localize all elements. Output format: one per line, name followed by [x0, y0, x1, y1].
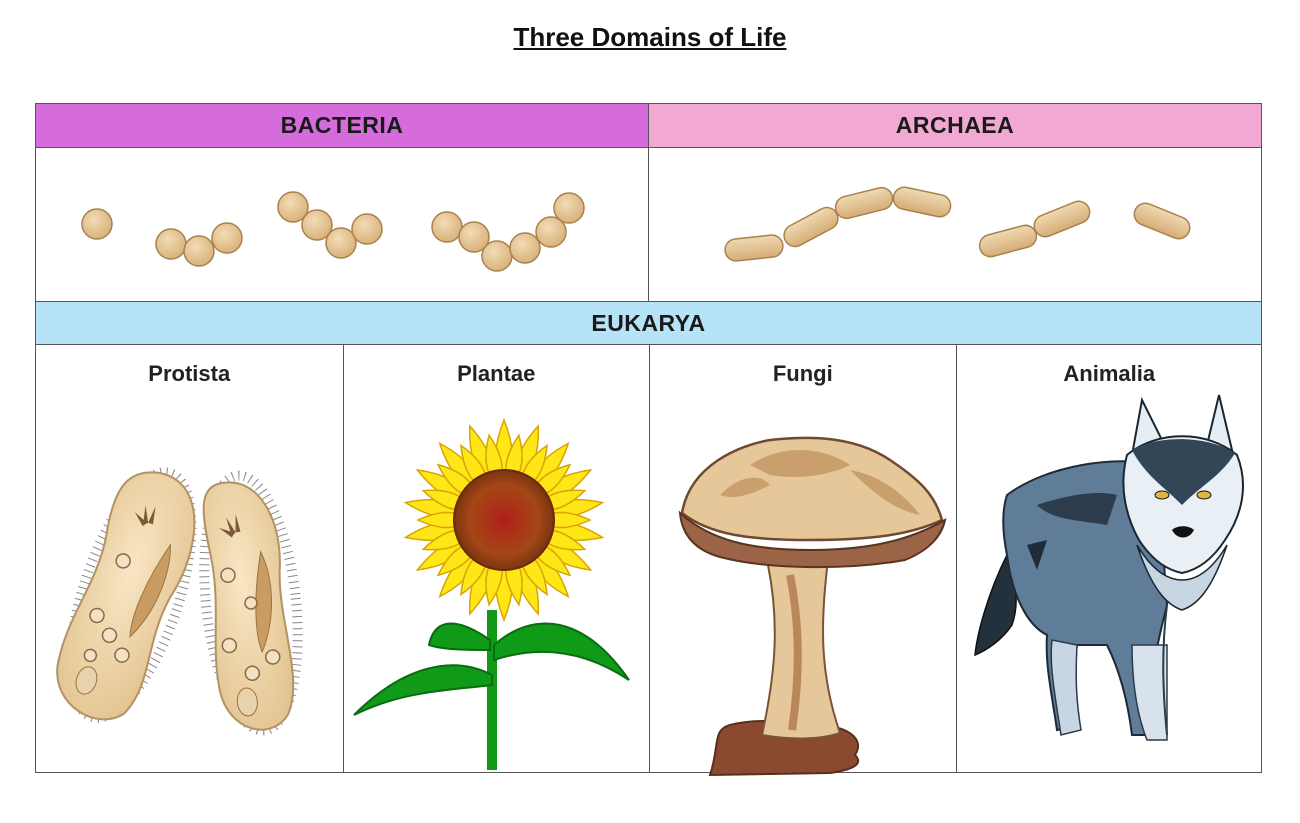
- kingdom-animalia: Animalia: [955, 345, 1263, 772]
- cocci-icon: [81, 191, 585, 272]
- wolf-icon: [973, 394, 1244, 741]
- kingdom-label-plantae: Plantae: [457, 361, 536, 386]
- archaea-cell: [649, 148, 1261, 301]
- sunflower-icon: [352, 417, 630, 770]
- archaea-header: ARCHAEA: [649, 104, 1261, 148]
- kingdom-label-fungi: Fungi: [772, 361, 833, 386]
- eukarya-header: EUKARYA: [36, 301, 1261, 345]
- bacteria-cell: [36, 148, 649, 301]
- bacteria-header: BACTERIA: [36, 104, 649, 148]
- page-title: Three Domains of Life: [513, 22, 787, 52]
- bacilli-icon: [724, 186, 1191, 262]
- domains-table: BACTERIA ARCHAEA: [35, 103, 1263, 777]
- kingdom-protista: Protista: [36, 345, 343, 772]
- kingdom-plantae: Plantae: [342, 345, 650, 772]
- kingdom-label-protista: Protista: [148, 361, 231, 386]
- mushroom-icon: [678, 436, 947, 777]
- kingdom-label-animalia: Animalia: [1063, 361, 1156, 386]
- paramecium-icon: [56, 467, 303, 736]
- kingdom-fungi: Fungi: [649, 345, 956, 777]
